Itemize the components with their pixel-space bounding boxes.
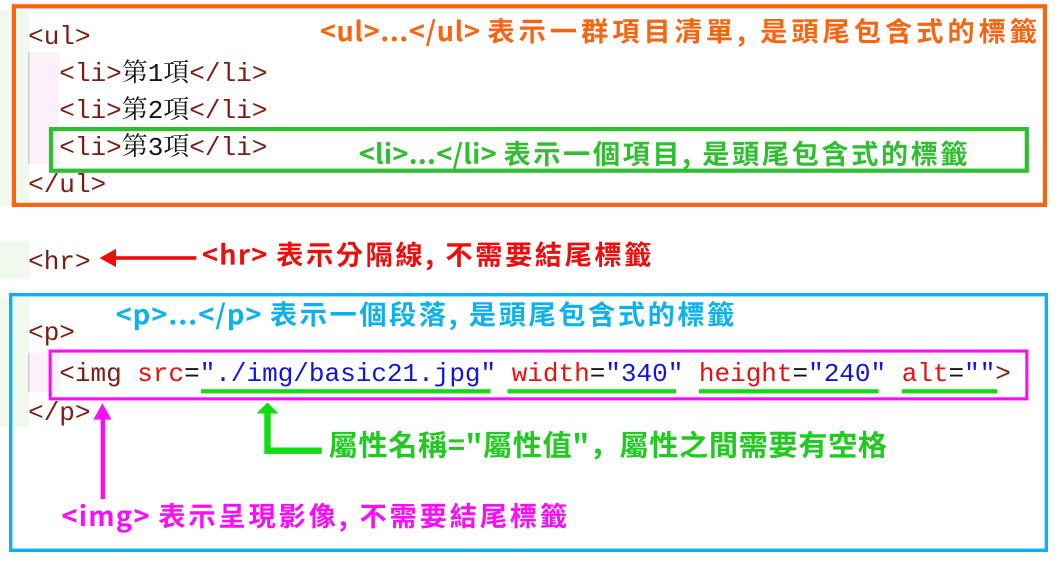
- svg-text:>: >: [995, 359, 1011, 389]
- svg-text:src: src: [137, 359, 184, 389]
- svg-text:<li>: <li>: [59, 96, 121, 126]
- svg-text:2: 2: [148, 96, 164, 126]
- svg-text:<hr>: <hr>: [28, 247, 90, 277]
- svg-text:=: =: [949, 359, 965, 389]
- svg-text:</li>: </li>: [189, 96, 267, 126]
- svg-text:=: =: [590, 359, 606, 389]
- svg-text:</li>: </li>: [189, 133, 267, 163]
- svg-text:"": "": [964, 359, 995, 389]
- svg-text:<p>: <p>: [28, 318, 75, 348]
- svg-text:</li>: </li>: [189, 59, 267, 89]
- svg-text:"340": "340": [605, 359, 683, 389]
- svg-text:3: 3: [148, 133, 164, 163]
- svg-text:"./img/basic21.jpg": "./img/basic21.jpg": [200, 359, 496, 389]
- svg-text:1: 1: [148, 59, 164, 89]
- svg-text:"240": "240": [808, 359, 886, 389]
- svg-text:</p>: </p>: [28, 398, 90, 428]
- svg-text:width: width: [512, 359, 590, 389]
- svg-text:alt: alt: [902, 359, 949, 389]
- svg-text:<li>: <li>: [59, 133, 121, 163]
- svg-text:<li>: <li>: [59, 59, 121, 89]
- svg-text:<ul>: <ul>: [28, 22, 90, 52]
- svg-text:=: =: [793, 359, 809, 389]
- svg-text:height: height: [699, 359, 793, 389]
- svg-text:=: =: [184, 359, 200, 389]
- svg-text:<img: <img: [59, 359, 121, 389]
- svg-text:</ul>: </ul>: [28, 170, 106, 200]
